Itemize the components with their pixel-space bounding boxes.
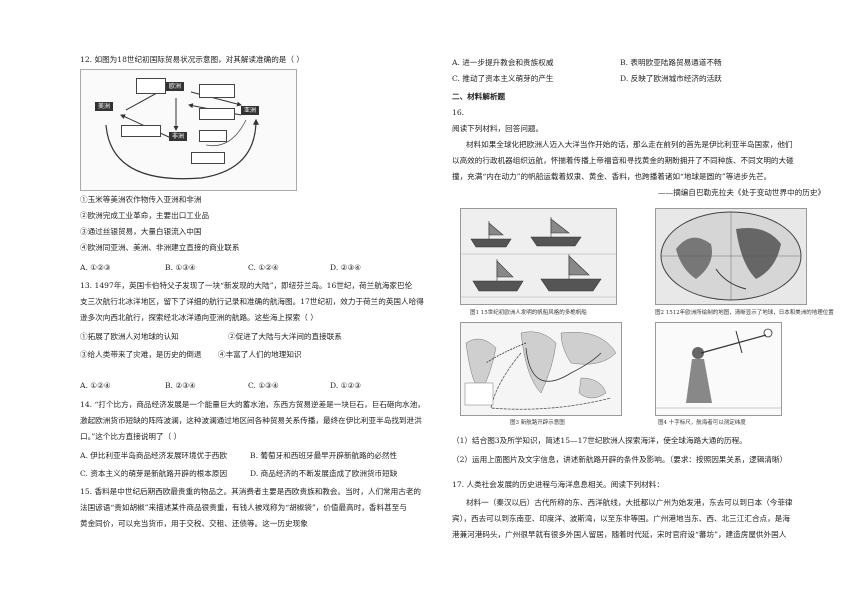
q15-choice-a[interactable]: A. 进一步提升教会和贵族权威 (452, 58, 554, 67)
goods-box (199, 130, 227, 142)
q16-question-1: （1）结合图3及所学知识，简述15—17世纪欧洲人探索海洋，使全球海路大通的历程… (452, 436, 747, 445)
figure-1-ships (460, 208, 617, 305)
q14-line-2: 激起欧洲货币短缺的阵阵波澜，这种波澜通过地区间各种贸易关系传播，最终在伊比利亚半… (80, 416, 422, 425)
q13-line-1: 13. 1497年，英国卡伯特父子发现了一块“新发现的大陆”，即纽芬兰岛。16世… (80, 281, 413, 290)
q17-line-1: 17. 人类社会发展的历史进程与海洋息息相关。阅读下列材料： (452, 480, 664, 489)
q12-choice-a[interactable]: A. ①②③ (80, 263, 111, 272)
q12-option-2: ②欧洲完成工业革命，主要出口工业品 (80, 211, 210, 220)
goods-box (199, 108, 235, 120)
q17-line-3: 宾），西去可以到东南亚、印度洋、波斯湾，以至东非等国。广州港地当东、西、北三江汇… (452, 514, 790, 523)
region-europe: 欧洲 (166, 82, 185, 91)
q15-choice-b[interactable]: B. 表明欧亚陆路贸易通道不畅 (620, 58, 722, 67)
region-asia: 亚洲 (241, 106, 260, 115)
goods-box (136, 78, 166, 94)
q17-line-4: 港兼河港码头，广州很早就有很多外国人留居，随着时代延，宋时官府设“蕃坊”，建造房… (452, 530, 787, 539)
cross-staff-illustration (656, 328, 781, 409)
q14-choice-a[interactable]: A. 伊比利亚半岛商品经济发展环境优于西欧 (80, 451, 227, 460)
figure-1-caption: 图1 15世纪初欧洲人发明的帆船风格的多桅帆船 (470, 310, 587, 316)
q12-choice-d[interactable]: D. ②③④ (330, 263, 362, 272)
goods-box (121, 125, 161, 137)
q12-option-4: ④欧洲同亚洲、美洲、非洲建立直接的商业联系 (80, 243, 240, 252)
q16-material-line-1: 材料如果全球化把欧洲人迈入大洋当作开始的话，那么走在前列的首先是伊比利亚半岛国家… (466, 140, 793, 149)
q16-material-line-3: 撞，充满“内在动力”的帆船运载着奴隶、黄金、香料，也跨播着诸如“地球是圆的”等进… (452, 172, 772, 181)
q14-line-1: 14. “打个比方，商品经济发展是一个能量巨大的蓄水池，东西方贸易逆差是一块巨石… (80, 400, 425, 409)
q14-choice-d[interactable]: D. 商品经济的不断发展造成了欧洲货币短缺 (250, 469, 398, 478)
q13-option-4: ④丰富了人们的地理知识 (218, 350, 302, 359)
section-title-material-analysis: 二、材料解析题 (452, 92, 506, 101)
q14-choice-c[interactable]: C. 资本主义的萌芽是新航路开辟的根本原因 (80, 469, 228, 478)
q15-line-2: 法国谚语“贵如胡椒”来描述某件商品很贵重，有钱人被戏称为“胡椒袋”，价值最高时，… (80, 503, 407, 512)
q15-line-3: 黄金同价，可以充当货币，用于交税、交租、还债等。这一历史现象 (80, 519, 308, 528)
q12-stem: 12. 如图为18世纪初国际贸易状况示意图，对其解读准确的是（ ） (80, 55, 305, 64)
goods-box (199, 84, 235, 98)
q13-line-2: 支三次航行北冰洋地区，留下了详细的航行记录和准确的航海图。17世纪初，效力于荷兰… (80, 297, 424, 306)
region-africa: 非洲 (169, 132, 188, 141)
trade-diagram-arrows (105, 87, 259, 180)
figure-2-map (655, 208, 807, 305)
q17-line-2: 材料一（秦汉以后）古代所称的东、西洋航线，大抵都以广州为始发港，东去可以到日本（… (466, 498, 793, 507)
figure-4-cross-staff (655, 322, 782, 416)
figure-3-caption: 图3 新航路开辟示意图 (510, 420, 565, 426)
q16-number: 16. (452, 108, 465, 117)
q13-choice-b[interactable]: B. ②③④ (165, 381, 196, 390)
q13-choice-d[interactable]: D. ①②③ (330, 381, 362, 390)
region-americas: 美洲 (95, 102, 114, 111)
q13-option-2: ②促进了大陆与大洋间的直接联系 (228, 332, 342, 341)
q12-option-3: ③通过丝银贸易，大量白银流入中国 (80, 227, 202, 236)
route-map-illustration (464, 331, 617, 410)
q13-option-1: ①拓展了欧洲人对地球的认知 (80, 332, 179, 341)
q14-line-3: 口。”这个比方直接说明了（ ） (80, 432, 182, 441)
old-map-illustration (660, 211, 802, 301)
ships-illustration (461, 217, 616, 298)
q16-question-2: （2）运用上面图片及文字信息，讲述新航路开辟的条件及影响。（要求：按照因果关系，… (452, 455, 788, 464)
trade-diagram: 美洲 欧洲 亚洲 非洲 (80, 69, 297, 191)
q13-choice-c[interactable]: C. ①③④ (248, 381, 279, 390)
q16-intro: 阅读下列材料，回答问题。 (452, 124, 544, 133)
q14-choice-b[interactable]: B. 葡萄牙和西班牙最早开辟新航路的必然性 (250, 451, 398, 460)
q15-line-1: 15. 香料是中世纪后期西欧最贵重的物品之。其消费者主要是西欧贵族和教会。当时，… (80, 487, 422, 496)
q15-choice-d[interactable]: D. 反映了欧洲城市经济的活跃 (620, 74, 722, 83)
q12-choice-b[interactable]: B. ①③④ (165, 263, 196, 272)
q13-choice-a[interactable]: A. ①②④ (80, 381, 111, 390)
figure-4-caption: 图4 十字标尺，航海者可以测定纬度 (658, 420, 746, 426)
goods-box (191, 152, 225, 164)
figure-2-caption: 图2 1512年欧洲所绘制的地图，清晰显示了地球，日本和美洲的地理位置 (655, 310, 834, 316)
figure-3-route-map (460, 322, 622, 416)
q15-choice-c[interactable]: C. 推动了资本主义萌芽的产生 (452, 74, 554, 83)
q12-choice-c[interactable]: C. ①②④ (248, 263, 279, 272)
q16-source: ——摘编自巴勒克拉夫《处于变动世界中的历史》 (658, 188, 826, 197)
q12-option-1: ①玉米等美洲农作物传入亚洲和非洲 (80, 195, 202, 204)
q13-option-3: ③给人类带来了灾难，是历史的倒退 (80, 350, 202, 359)
q16-material-line-2: 以高效的行政机器组织远航，怀揣着传播上帝福音和寻找黄金的期盼拥开了不同种族、不同… (452, 156, 794, 165)
q13-line-3: 逊多次向西北航行，探索经北冰洋通向亚洲的航路。这些海上探索（ ） (80, 313, 318, 322)
